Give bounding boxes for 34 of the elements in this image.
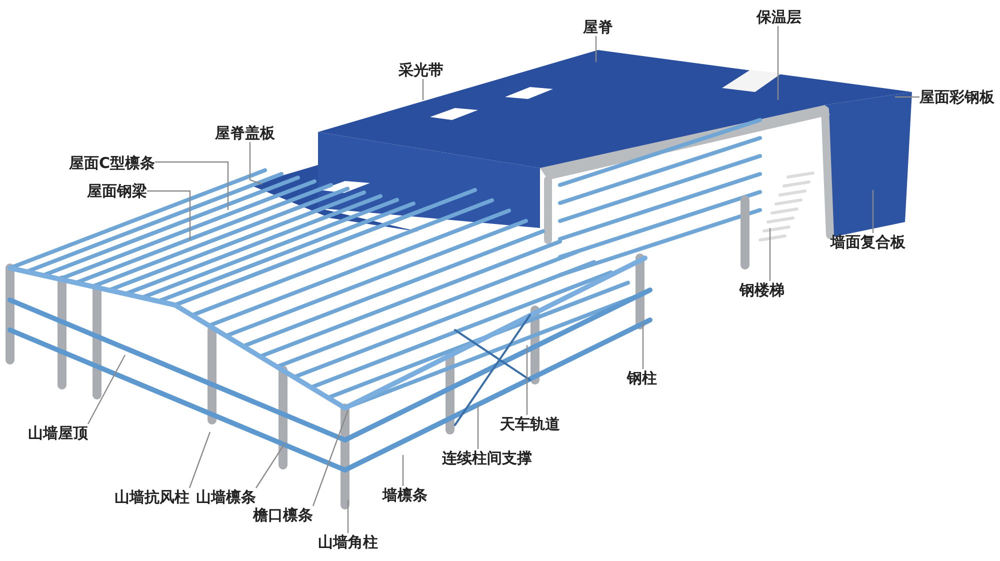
part-label: 钢楼梯: [740, 281, 784, 299]
part-label: 檐口檩条: [253, 506, 313, 524]
leader-line: [87, 354, 126, 424]
part-label: 屋脊盖板: [215, 124, 275, 142]
leader-line: [155, 161, 229, 210]
leader-line: [312, 410, 349, 506]
part-label: 山墙屋顶: [28, 424, 88, 442]
part-label: 保温层: [756, 8, 802, 26]
part-label: 天车轨道: [500, 415, 560, 433]
part-label: 山墙角柱: [318, 533, 378, 551]
leader-line: [256, 442, 286, 488]
part-label: 连续柱间支撑: [442, 449, 532, 467]
part-label: 采光带: [398, 61, 444, 79]
leader-line: [477, 405, 479, 449]
part-label: 钢柱: [627, 369, 657, 387]
leader-line: [188, 432, 211, 488]
leader-line: [402, 455, 404, 486]
part-label: 屋面钢梁: [87, 182, 147, 200]
leader-line: [147, 190, 191, 240]
leader-line: [526, 345, 528, 415]
leader-line: [347, 500, 349, 533]
part-label: 山墙檩条: [196, 488, 256, 506]
leader-line: [642, 322, 644, 369]
part-label: 屋脊: [583, 18, 613, 36]
part-label: 屋面C型檩条: [69, 154, 155, 172]
leader-line: [777, 26, 779, 100]
leader-line: [895, 96, 920, 98]
leader-line: [769, 228, 771, 281]
leader-line: [249, 142, 262, 185]
part-label: 山墙抗风柱: [114, 488, 190, 506]
part-label: 墙面复合板: [830, 233, 906, 251]
part-label: 墙檩条: [382, 486, 428, 504]
leader-line: [422, 79, 424, 100]
part-label: 屋面彩钢板: [920, 88, 994, 106]
